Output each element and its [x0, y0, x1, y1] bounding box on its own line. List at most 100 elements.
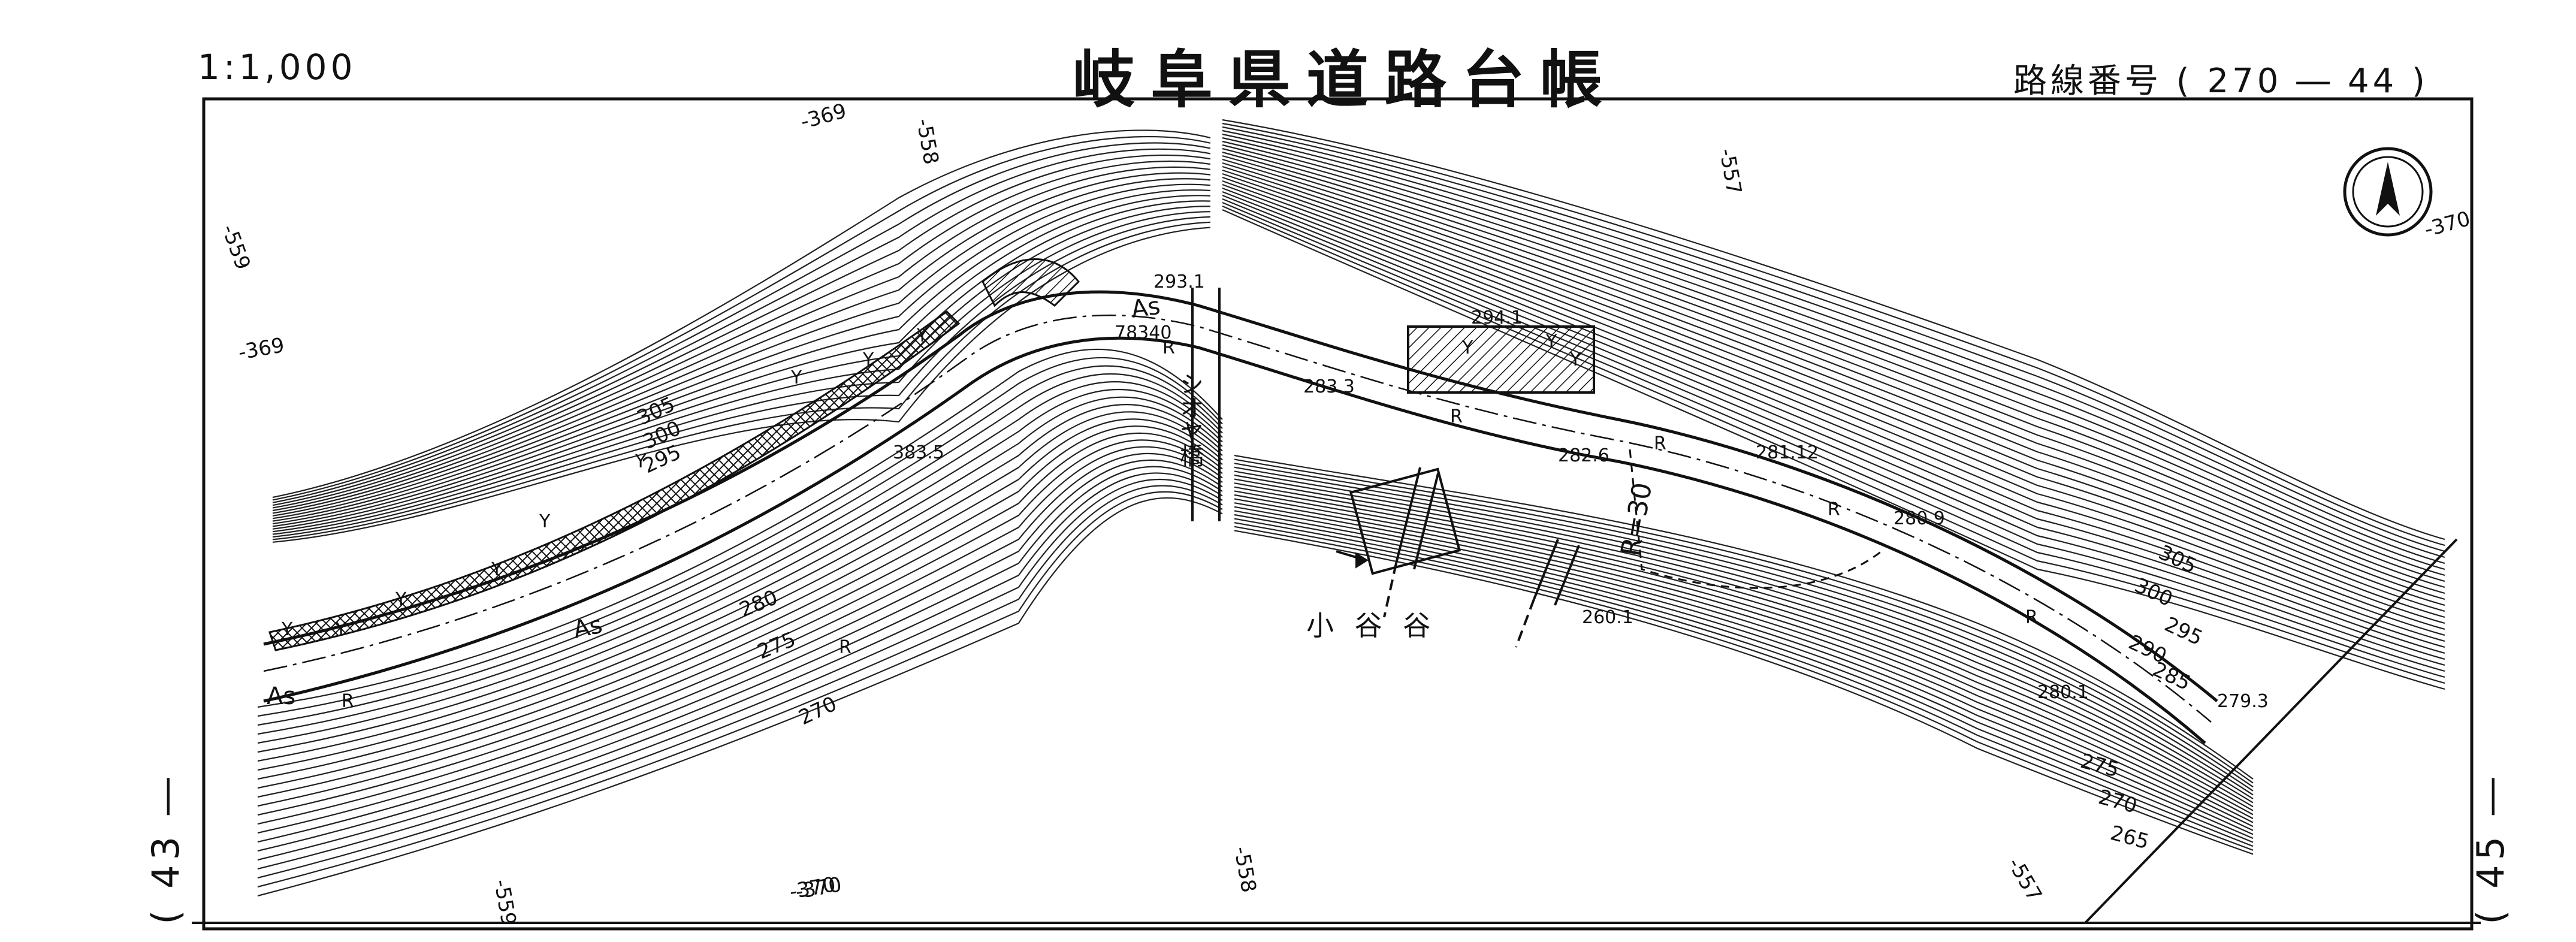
elevation-point: 280.9: [1894, 508, 1945, 529]
contour-line: [1222, 158, 2445, 606]
contour-line: [1234, 526, 2254, 851]
elevation-point: 280.1: [2037, 682, 2089, 703]
elevation-point: 293.1: [1153, 271, 1205, 292]
surface-label: As: [1130, 292, 1162, 324]
contour-line: [1222, 162, 2445, 612]
contour-line: [1222, 201, 2445, 678]
contour-line: [1222, 198, 2445, 672]
contour-line: [257, 478, 1223, 870]
contour-line: [272, 166, 1211, 514]
map-symbol: Y: [281, 619, 293, 640]
embankment-hatch: [982, 258, 1080, 307]
contour-line: [272, 135, 1211, 501]
contour-line: [257, 404, 1223, 771]
elevation-point: 294.1: [1471, 307, 1523, 328]
contour-line: [1234, 494, 2254, 819]
surface-label: As: [267, 683, 295, 710]
contour-label: 300: [2131, 573, 2176, 612]
contour-line: [257, 396, 1223, 762]
map-symbol: Y: [335, 619, 347, 640]
contour-line: [272, 142, 1211, 503]
contour-line: [1222, 180, 2445, 642]
elevation-point: 281.12: [1756, 442, 1819, 463]
grid-label: -559: [489, 878, 521, 928]
route-number: 路線番号 ( 270 ― 44 ): [2013, 62, 2429, 101]
contour-line: [257, 485, 1223, 879]
retaining-wall-hatch: [268, 310, 961, 651]
contour-line: [1234, 514, 2254, 840]
map-symbol: Y: [539, 511, 551, 532]
map-symbol: R: [1450, 406, 1463, 427]
surface-label: As: [571, 611, 605, 644]
contour-line: [257, 446, 1223, 825]
elevation-point: 282.6: [1558, 445, 1609, 466]
contour-line: [1222, 151, 2445, 594]
road-centerline: [263, 314, 2212, 723]
contour-line: [1234, 490, 2254, 816]
contour-line: [272, 160, 1211, 512]
contour-line: [1222, 133, 2445, 564]
contour-line: [1222, 205, 2445, 684]
curve-radius: [1629, 449, 1882, 589]
contour-line: [1234, 506, 2254, 831]
contour-line: [257, 388, 1223, 753]
contour-line: [1222, 191, 2445, 660]
map-scale: 1:1,000: [198, 47, 357, 87]
elevation-point: 78340: [1115, 322, 1171, 343]
contour-line: [272, 189, 1211, 525]
contour-label: 270: [795, 692, 841, 730]
contour-line: [272, 154, 1211, 509]
map-symbol: R: [1828, 499, 1840, 520]
contour-lines: [257, 119, 2458, 924]
contour-line: [1234, 530, 2254, 855]
contour-line: [1222, 209, 2445, 690]
contour-line: [257, 373, 1223, 735]
contour-line: [1222, 137, 2445, 570]
contour-line: [1222, 144, 2445, 582]
contour-line: [272, 178, 1211, 520]
north-arrow-icon: [2343, 147, 2433, 237]
elevation-point: 260.1: [1582, 607, 1633, 628]
contour-label: 275: [2078, 749, 2122, 782]
contour-line: [257, 466, 1223, 852]
map-symbol: Y: [491, 559, 503, 580]
contour-line: [1222, 165, 2445, 618]
contour-line: [272, 211, 1211, 535]
contour-line: [257, 472, 1223, 861]
map-symbol: R: [1654, 433, 1666, 454]
map-frame: [202, 97, 2474, 931]
contour-label: 280: [736, 585, 781, 622]
map-edge-cut: [2084, 538, 2458, 924]
map-symbol: R: [342, 691, 354, 712]
contour-line: [1234, 470, 2254, 796]
contour-line: [1222, 140, 2445, 576]
map-symbol: Y: [862, 349, 874, 370]
map-symbol: Y: [1569, 349, 1581, 370]
map-symbol: Y: [916, 325, 928, 346]
map-symbol: R: [1162, 337, 1175, 358]
contour-line: [1222, 155, 2445, 600]
contour-line: [272, 148, 1211, 506]
map-symbol: Y: [790, 367, 802, 388]
contour-line: [272, 183, 1211, 522]
contour-line: [257, 348, 1223, 708]
elevation-point: 283.3: [1303, 376, 1355, 397]
map-symbol: Y: [395, 589, 407, 610]
contour-line: [1222, 187, 2445, 654]
contour-line: [272, 227, 1211, 543]
contour-line: [257, 381, 1223, 744]
contour-line: [1222, 169, 2445, 624]
map-symbol: Y: [1461, 337, 1473, 358]
contour-line: [1222, 126, 2445, 552]
contour-line: [257, 491, 1223, 888]
contour-line: [1222, 183, 2445, 648]
grid-label: -558: [1229, 845, 1261, 895]
map-symbol: R: [839, 637, 851, 658]
page-title: 岐阜県道路台帳: [1073, 43, 1618, 116]
road-edge-south: [263, 336, 2206, 744]
contour-line: [272, 129, 1211, 499]
contour-line: [1222, 129, 2445, 558]
contour-line: [1222, 122, 2445, 547]
grid-label: -558: [911, 117, 943, 167]
